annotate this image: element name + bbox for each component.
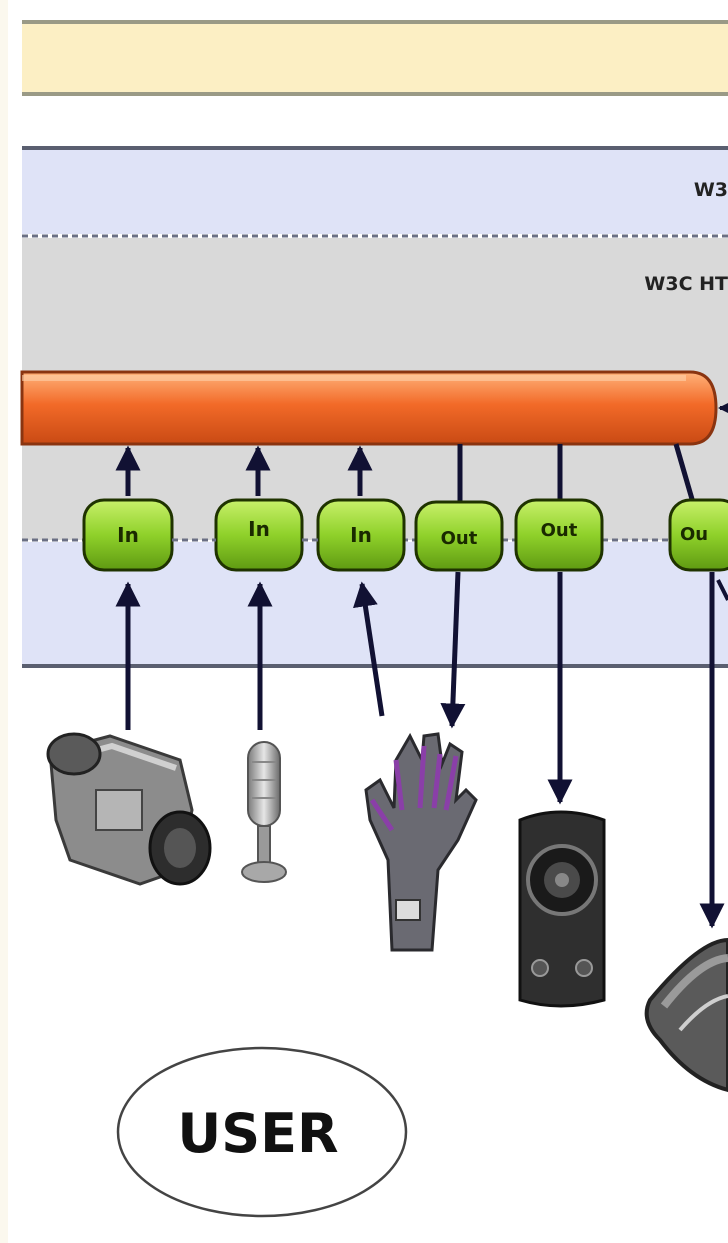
port-3: In: [316, 498, 406, 572]
port-5-label: Out: [541, 520, 578, 541]
port-4-label: Out: [441, 528, 478, 549]
video-camera-icon: [46, 732, 212, 886]
microphone-icon: [241, 741, 287, 883]
glove-to-port-3: [353, 581, 385, 717]
port-5: Out: [514, 498, 604, 572]
middle-layer-label: W3C HT: [644, 273, 728, 295]
top-blue-band: [22, 150, 728, 234]
region-top-border: [22, 146, 728, 150]
data-glove-icon: [364, 732, 478, 952]
bus-to-port-6: [673, 443, 697, 507]
user-ellipse: [116, 1046, 408, 1218]
port-3-label: In: [350, 523, 372, 547]
speaker-icon: [518, 810, 606, 1008]
port-4: Out: [414, 500, 504, 572]
port-2: In: [214, 498, 304, 572]
user-label: USER: [177, 1102, 338, 1165]
port-1-label: In: [117, 523, 139, 547]
headset-icon: [644, 937, 728, 1093]
port-2-label: In: [248, 517, 270, 541]
port-6: Ou: [668, 498, 728, 572]
top-layer-label: W3: [694, 179, 728, 201]
top-bar-border-bottom: [22, 92, 728, 96]
page-margin: [0, 0, 8, 1243]
port-6-label: Ou: [680, 524, 708, 545]
port-4-to-glove: [440, 571, 466, 729]
orange-bus: [20, 370, 718, 446]
port-1: In: [82, 498, 174, 572]
top-bar-border: [22, 20, 728, 24]
port-6-extra-line: [716, 579, 728, 601]
top-yellow-bar: [22, 24, 728, 92]
